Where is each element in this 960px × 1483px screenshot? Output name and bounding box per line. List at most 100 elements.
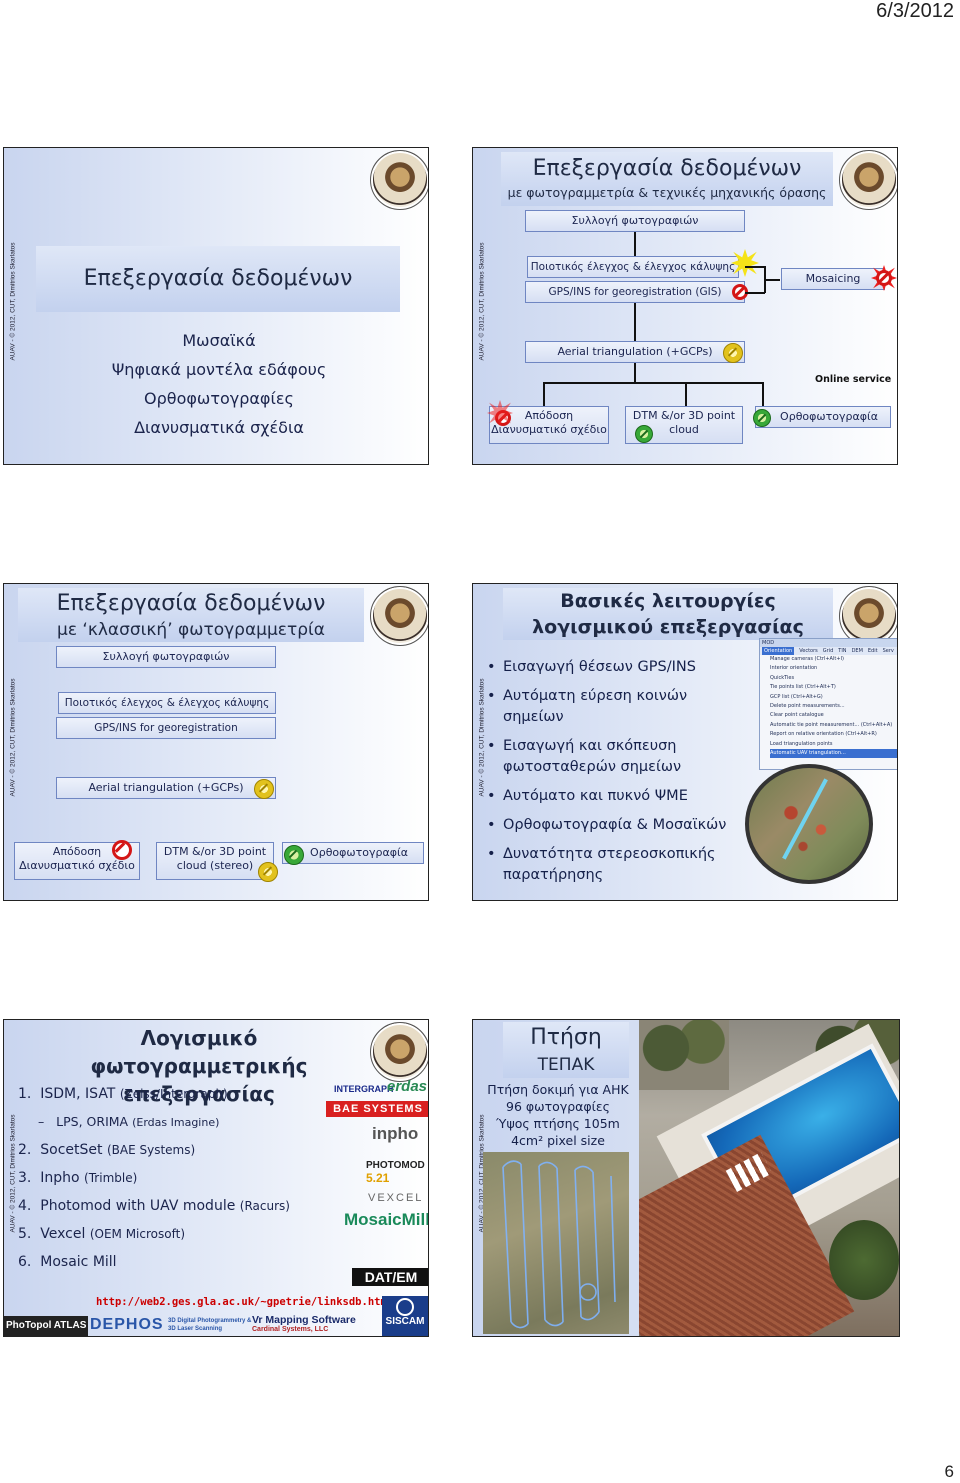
slide-1: AUAV - © 2012, CUT, Dimitrios Skarlatos … [3,147,429,465]
menu-item[interactable]: Report on relative orientation (Ctrl+Alt… [770,731,877,738]
software-item: 2. SocetSet (BAE Systems) [18,1142,196,1158]
online-service-label: Online service [815,374,892,385]
menu-tab[interactable]: DEM [851,648,863,654]
topic-item: Διανυσματικά σχέδια [134,418,304,437]
warning-burst-icon [487,400,513,426]
flight-lines-graphic [502,1160,616,1329]
title-bar: Λογισμικό φωτογραμμετρικής επεξεργασίας [34,1024,364,1106]
seal-logo [370,150,428,210]
menu-item[interactable]: Manage cameras (Ctrl+Alt+I) [770,656,844,662]
aerial-magnifier-image [745,764,873,884]
vr-mapping-logo: Vr Mapping Software Cardinal Systems, LL… [252,1314,356,1333]
seal-logo [370,586,428,646]
flow-box-quality: Ποιοτικός έλεγχος & έλεγχος κάλυψης [58,692,276,714]
slide-title: Βασικές λειτουργίες [560,590,776,612]
title-bar: Επεξεργασία δεδομένων [36,246,400,312]
slide-title-line2: επεξεργασίας [123,1082,275,1106]
flow-box-aerial: Aerial triangulation (+GCPs) [56,777,276,799]
prohibited-icon [876,270,892,286]
partial-icon [258,862,278,882]
datem-logo: DAT/EM [352,1268,428,1286]
slide-title: Επεξεργασία δεδομένων [83,266,353,291]
menu-tab[interactable]: Vectors [799,648,818,654]
menu-tab[interactable]: Serv [882,648,894,654]
slide-title: Λογισμικό φωτογραμμετρικής [90,1026,308,1078]
ok-icon [753,409,771,427]
slide-subtitle: με ‘κλασσική’ φωτογραμμετρία [57,620,325,640]
seal-logo [839,150,897,210]
dephos-logo: DEPHOS 3D Digital Photogrammetry & 3D La… [90,1316,252,1333]
menu-item[interactable]: QuickTies [770,674,795,681]
seal-logo [839,586,897,646]
photomod-logo: PHOTOMOD 5.21 [366,1160,425,1185]
menu-item[interactable]: Tie points list (Ctrl+Alt+T) [770,684,836,691]
slide-title-line2: λογισμικού επεξεργασίας [532,616,804,638]
slide-subtitle: ΤΕΠΑΚ [537,1055,595,1075]
side-credit: AUAV - © 2012, CUT, Dimitrios Skarlatos [478,242,486,361]
phototopo-logo: PhoTopol ATLAS [4,1316,88,1336]
flow-box-collect: Συλλογή φωτογραφιών [56,646,276,668]
menu-item[interactable]: Delete point measurements... [770,703,845,710]
title-bar: Επεξεργασία δεδομένων με φωτογραμμετρία … [501,152,833,206]
pine-tree [829,1220,899,1300]
siscam-logo: SISCAM [382,1296,428,1336]
menu-item[interactable]: Interior orientation [770,665,818,672]
feature-list: Εισαγωγή θέσεων GPS/INS Αυτόματη εύρεση … [487,657,757,894]
slide-title: Πτήση [530,1025,602,1050]
software-list: 1. ISDM, ISAT (Zeiss/Intergraph) – LPS, … [18,1080,290,1276]
menu-tabs: Orientation Vectors Grid TIN DEM Edit Se… [760,647,897,655]
slide-5: AUAV - © 2012, CUT, Dimitrios Skarlatos … [3,1019,429,1337]
menu-tab[interactable]: Orientation [762,647,795,655]
menu-tab[interactable]: Grid [822,648,834,654]
title-bar: Επεξεργασία δεδομένων με ‘κλασσική’ φωτο… [18,588,364,642]
flow-box-mosaic: Mosaicing [781,268,885,290]
flow-box-gps: GPS/INS for georegistration [56,717,276,739]
feature-item: Αυτόματο και πυκνό ΨΜΕ [487,786,757,807]
software-item: 4. Photomod with UAV module (Racurs) [18,1198,290,1214]
bae-systems-logo: BAE SYSTEMS [326,1101,428,1117]
flow-box-collect: Συλλογή φωτογραφιών [525,210,745,232]
menu-item[interactable]: Load triangulation points [770,740,833,747]
flow-box-ortho: Ορθοφωτογραφία [755,406,891,428]
ok-icon [284,845,304,865]
title-bar: Πτήση ΤΕΠΑΚ [503,1022,629,1078]
partial-icon [254,779,274,799]
slide-2: AUAV - © 2012, CUT, Dimitrios Skarlatos … [472,147,898,465]
reference-link[interactable]: http://web2.ges.gla.ac.uk/~gpetrie/links… [96,1296,394,1308]
flow-box-quality: Ποιοτικός έλεγχος & έλεγχος κάλυψης [527,256,739,278]
menu-tab[interactable]: Edit [867,648,878,654]
menu-tab[interactable]: TIN [838,648,847,654]
ok-icon [635,425,653,443]
partial-icon [723,343,743,363]
software-item: 5. Vexcel (OEM Microsoft) [18,1226,185,1242]
menu-item[interactable]: GCP list (Ctrl+Alt+G) [770,693,823,700]
title-bar: Βασικές λειτουργίες λογισμικού επεξεργασ… [503,588,833,640]
intergraph-logo: INTERGRAPH [334,1084,394,1094]
side-credit: AUAV - © 2012, CUT, Dimitrios Skarlatos [9,1114,17,1233]
page-number: 6 [944,1462,954,1481]
header-date: 6/3/2012 [876,0,954,22]
warning-burst-icon [731,249,759,277]
slide-subtitle: με φωτογραμμετρία & τεχνικές μηχανικής ό… [507,185,827,200]
slide-6: AUAV - © 2012, CUT, Dimitrios Skarlatos … [472,1019,900,1337]
software-item: 1. ISDM, ISAT (Zeiss/Intergraph) [18,1086,228,1102]
flow-box-dtm: DTM &/or 3D point cloud (stereo) [156,842,274,880]
software-item: 6. Mosaic Mill [18,1254,117,1270]
software-item: – LPS, ORIMA (Erdas Imagine) [38,1114,220,1129]
seal-logo [370,1022,428,1082]
menu-item[interactable]: Automatic UAV triangulation... [770,749,897,759]
aerial-pool-photo [639,1020,899,1336]
mosaicmill-logo: MosaicMill [344,1210,429,1229]
topic-list: Μωσαϊκά Ψηφιακά μοντέλα εδάφους Ορθοφωτο… [34,326,404,442]
side-credit: AUAV - © 2012, CUT, Dimitrios Skarlatos [9,242,17,361]
feature-item: Ορθοφωτογραφία & Μοσαϊκών [487,815,757,836]
prohibited-icon [112,840,132,860]
menu-item[interactable]: Automatic tie point measurement... (Ctrl… [770,721,893,728]
software-item: 3. Inpho (Trimble) [18,1170,138,1186]
menu-item[interactable]: Clear point catalogue [770,712,824,719]
slide-title: Επεξεργασία δεδομένων [56,591,326,616]
flow-box-aerial: Aerial triangulation (+GCPs) [525,341,745,363]
topic-item: Ορθοφωτογραφίες [144,389,294,408]
flight-path-image [483,1152,629,1334]
